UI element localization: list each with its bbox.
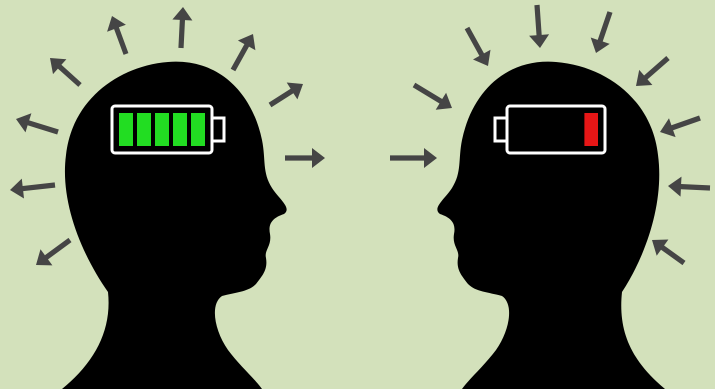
arrow-icon [668, 176, 711, 197]
right-head-silhouette [437, 61, 665, 389]
right-battery-tip [493, 116, 509, 143]
arrow-icon [268, 82, 303, 108]
arrow-icon [660, 115, 701, 138]
battery-cell [191, 113, 205, 146]
arrow-icon [529, 4, 550, 49]
battery-cell [137, 113, 151, 146]
arrow-icon [36, 237, 72, 266]
battery-cell [119, 113, 133, 146]
arrow-icon [230, 34, 256, 72]
arrow-icon [285, 148, 325, 168]
arrow-icon [636, 56, 670, 86]
battery-cell [173, 113, 187, 146]
left-head [10, 7, 325, 389]
right-head [390, 4, 711, 389]
arrow-icon [652, 239, 686, 266]
arrow-icon [16, 113, 59, 135]
battery-cell [155, 113, 169, 146]
arrow-icon [390, 148, 437, 168]
arrow-icon [107, 16, 129, 55]
right-battery-cells [584, 113, 598, 146]
right-arrows-inward [390, 4, 711, 266]
arrow-icon [50, 58, 82, 87]
arrow-icon [590, 11, 613, 53]
right-battery [493, 104, 607, 155]
arrow-icon [412, 82, 452, 110]
arrow-icon [10, 178, 56, 199]
left-battery-cells [119, 113, 205, 146]
arrow-icon [172, 7, 193, 49]
arrow-icon [464, 26, 491, 66]
battery-cell [584, 113, 598, 146]
left-arrows-outward [10, 7, 325, 266]
left-battery [110, 104, 226, 155]
left-battery-tip [210, 116, 226, 143]
